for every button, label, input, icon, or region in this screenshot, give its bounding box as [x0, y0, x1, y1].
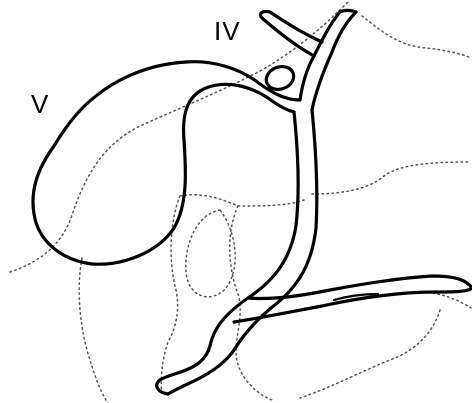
segment-v-label: V [31, 91, 49, 117]
left-lower-contour [79, 258, 108, 403]
lower-right-contour [300, 310, 440, 398]
segment-iv-label: IV [214, 18, 241, 44]
pancreatic-duct-lower [234, 290, 468, 322]
solid-structures [33, 11, 471, 395]
central-region-contour [180, 195, 304, 206]
duct-end [157, 380, 168, 394]
hepatic-duct-left [300, 12, 340, 100]
pancreatic-duct-tip [468, 284, 471, 290]
hepatic-duct-right [312, 12, 356, 110]
head-contour [230, 206, 272, 400]
left-loop-contour [161, 196, 180, 396]
left-branch-inner [340, 11, 356, 13]
oval-contour [186, 210, 235, 297]
bile-duct-right-wall [168, 110, 317, 394]
gallbladder-outline [33, 62, 294, 264]
upper-right-contour [362, 16, 471, 58]
right-middle-contour [312, 162, 471, 194]
right-edge-contour [428, 292, 471, 308]
